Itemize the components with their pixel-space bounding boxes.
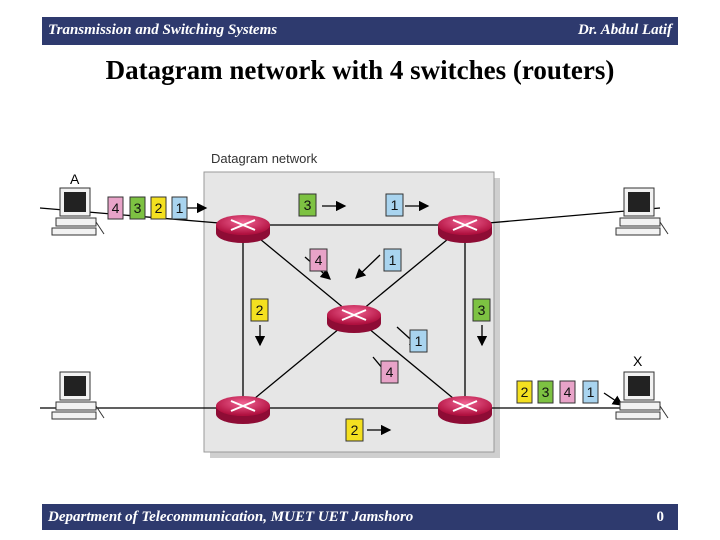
packet: 4 xyxy=(309,248,328,272)
computer-icon xyxy=(51,187,105,236)
packet: 1 xyxy=(409,329,428,353)
svg-text:1: 1 xyxy=(587,384,595,400)
packet: 3 xyxy=(129,196,146,220)
packet: 1 xyxy=(582,380,599,404)
svg-text:1: 1 xyxy=(415,333,423,349)
slide-title: Datagram network with 4 switches (router… xyxy=(105,55,615,85)
router-icon xyxy=(438,215,492,243)
router-icon xyxy=(216,396,270,424)
department-name: Department of Telecommunication, MUET UE… xyxy=(48,509,414,525)
network-label: Datagram network xyxy=(211,151,318,166)
packet: 1 xyxy=(383,248,402,272)
packet: 1 xyxy=(171,196,188,220)
packet: 2 xyxy=(150,196,167,220)
svg-text:3: 3 xyxy=(304,197,312,213)
svg-text:4: 4 xyxy=(564,384,572,400)
footer-bar: Department of Telecommunication, MUET UE… xyxy=(42,504,678,530)
packet: 2 xyxy=(345,418,364,442)
svg-text:3: 3 xyxy=(542,384,550,400)
svg-text:1: 1 xyxy=(391,197,399,213)
svg-text:3: 3 xyxy=(478,302,486,318)
packet: 3 xyxy=(298,193,317,217)
router-icon xyxy=(216,215,270,243)
author-name: Dr. Abdul Latif xyxy=(577,22,672,38)
router-icon xyxy=(327,305,381,333)
packet: 4 xyxy=(559,380,576,404)
header-bar: Transmission and Switching Systems Dr. A… xyxy=(42,17,678,45)
svg-text:2: 2 xyxy=(256,302,264,318)
svg-text:2: 2 xyxy=(351,422,359,438)
svg-text:4: 4 xyxy=(112,200,120,216)
computer-icon xyxy=(615,371,669,420)
arrow-diag-1 xyxy=(355,254,381,279)
packet: 2 xyxy=(516,380,533,404)
arrow-dest-in xyxy=(603,392,624,406)
routers xyxy=(216,215,492,424)
packet: 4 xyxy=(380,360,399,384)
host-a-label: A xyxy=(70,171,80,187)
computer-icon xyxy=(51,371,105,420)
svg-text:3: 3 xyxy=(134,200,142,216)
svg-text:1: 1 xyxy=(389,252,397,268)
computer-icon xyxy=(615,187,669,236)
packet: 3 xyxy=(472,298,491,322)
packet: 4 xyxy=(107,196,124,220)
svg-text:4: 4 xyxy=(315,252,323,268)
svg-text:2: 2 xyxy=(521,384,529,400)
packet: 2 xyxy=(250,298,269,322)
packets: 4 3 2 1 2 3 4 1 xyxy=(107,193,599,442)
page-number: 0 xyxy=(656,509,665,525)
packet: 1 xyxy=(385,193,404,217)
svg-text:4: 4 xyxy=(386,364,394,380)
course-name: Transmission and Switching Systems xyxy=(48,22,278,38)
router-icon xyxy=(438,396,492,424)
computers xyxy=(51,187,669,420)
packet: 3 xyxy=(537,380,554,404)
svg-text:2: 2 xyxy=(155,200,163,216)
host-x-label: X xyxy=(633,353,643,369)
svg-text:1: 1 xyxy=(176,200,184,216)
